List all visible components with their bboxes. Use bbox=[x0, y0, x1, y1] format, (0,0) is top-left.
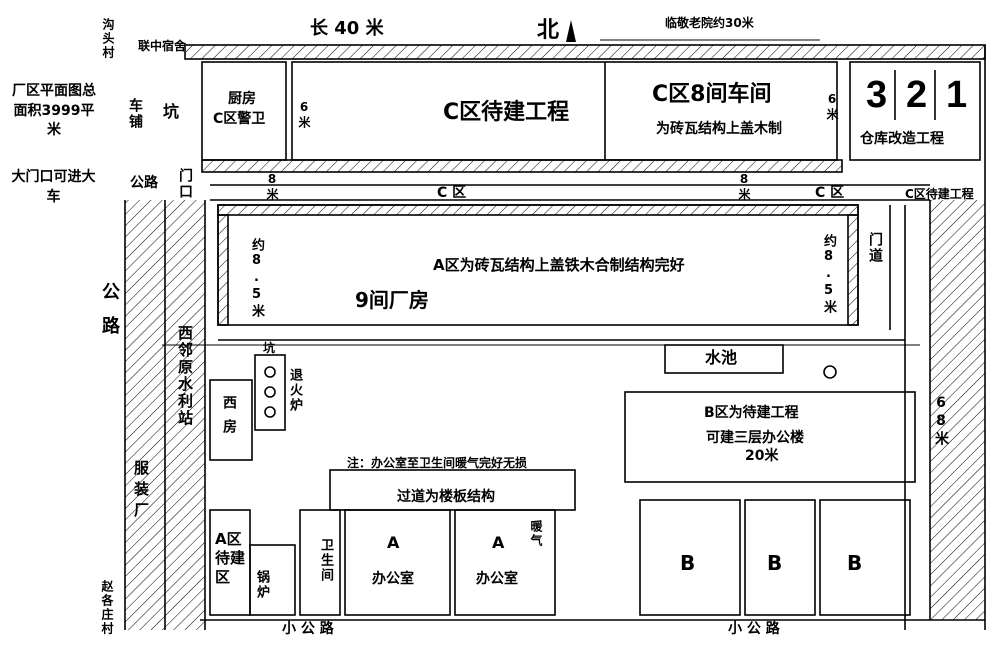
a-pending-area bbox=[209, 509, 251, 616]
corridor-label: 过道为楼板结构 bbox=[397, 489, 495, 505]
c-guard-label: C区警卫 bbox=[213, 111, 266, 127]
warehouse-reno-label: 仓库改造工程 bbox=[860, 131, 944, 147]
office-a2-letter: A bbox=[492, 533, 505, 552]
right-road-strip bbox=[930, 200, 985, 620]
north-label: 北 bbox=[537, 18, 560, 43]
dim-6m-left: 6米 bbox=[297, 100, 311, 130]
village-bottom-label: 赵各庄村 bbox=[100, 580, 114, 636]
b-building-1-label: B bbox=[680, 551, 696, 575]
neighbor-north-label: 临敬老院约30米 bbox=[665, 16, 754, 30]
village-top-label: 沟头村 bbox=[101, 18, 115, 60]
west-room-label: 西房 bbox=[221, 395, 237, 443]
gate-road-label: 门道 bbox=[867, 232, 883, 264]
office-a1-letter: A bbox=[387, 533, 400, 552]
top-wall bbox=[184, 44, 986, 60]
b-building-2 bbox=[744, 499, 816, 616]
annealing-furnace bbox=[254, 354, 286, 431]
office-a1-label: 办公室 bbox=[372, 571, 414, 587]
warehouse-number-2: 2 bbox=[906, 74, 928, 116]
c-workshop-label: C区8间车间 bbox=[652, 82, 772, 107]
b-building-2-label: B bbox=[767, 551, 783, 575]
c-zone-2-label: C 区 bbox=[815, 185, 845, 201]
boiler-label: 锅炉 bbox=[254, 570, 269, 600]
warehouse-building bbox=[849, 61, 981, 161]
gate-note: 大门口可进大车 bbox=[11, 169, 96, 205]
c-zone-1-label: C 区 bbox=[437, 185, 467, 201]
dim-8m-left: 8米 bbox=[265, 172, 279, 202]
dim-68-label: 68米 bbox=[933, 395, 949, 447]
b-office-label: 可建三层办公楼 bbox=[706, 430, 804, 446]
b-pending-label: B区为待建工程 bbox=[704, 405, 799, 421]
small-road-2-label: 小 公 路 bbox=[728, 621, 780, 637]
toilet-label: 卫生间 bbox=[318, 538, 333, 583]
a-pending-label: A区待建区 bbox=[215, 530, 246, 586]
b-building-3 bbox=[819, 499, 911, 616]
left-road-strip bbox=[125, 200, 165, 630]
title-text: 厂区平面图总面积3999平米 bbox=[12, 83, 96, 139]
c-structure-label: 为砖瓦结构上盖木制 bbox=[656, 121, 782, 137]
small-road-1-label: 小 公 路 bbox=[282, 621, 334, 637]
a-structure-label: A区为砖瓦结构上盖铁木合制结构完好 bbox=[433, 256, 685, 274]
heating-label: 暖气 bbox=[529, 520, 543, 548]
dim-6m-right: 6米 bbox=[825, 92, 839, 122]
road-top-label: 公路 bbox=[130, 175, 158, 191]
office-a-2 bbox=[454, 509, 556, 616]
garment-label: 服装厂 bbox=[132, 460, 150, 523]
dim-85-left: 约8.5米 bbox=[249, 238, 264, 319]
dormitory-label: 联中宿舍 bbox=[138, 39, 187, 53]
annealing-label: 退火炉 bbox=[287, 368, 302, 413]
west-room bbox=[209, 379, 253, 461]
pit-mid-label: 坑 bbox=[263, 341, 276, 355]
gate-label: 门口 bbox=[177, 168, 193, 200]
b-building-1 bbox=[639, 499, 741, 616]
b-pending-area bbox=[624, 391, 916, 483]
office-a2-label: 办公室 bbox=[476, 571, 518, 587]
corridor bbox=[329, 469, 576, 511]
c-pending-label: C区待建工程 bbox=[443, 100, 570, 125]
dim-85-right: 约8.5米 bbox=[821, 234, 836, 315]
north-arrow-icon bbox=[566, 20, 576, 42]
west-station-wall bbox=[165, 200, 205, 630]
length-label: 长 40 米 bbox=[310, 18, 384, 39]
repair-shop-label: 车铺 bbox=[127, 98, 143, 130]
warehouse-number-3: 3 bbox=[866, 74, 888, 116]
c-pending-right-label: C区待建工程 bbox=[905, 187, 974, 201]
heating-note: 注：办公室至卫生间暖气完好无损 bbox=[347, 456, 528, 470]
toilet-block bbox=[299, 509, 341, 616]
west-station-label: 西邻原水利站 bbox=[176, 325, 194, 427]
well-circle-icon bbox=[823, 365, 837, 379]
road-left-label: 公路 bbox=[99, 282, 120, 350]
warehouse-number-1: 1 bbox=[946, 74, 968, 116]
dim-20-label: 20米 bbox=[745, 448, 779, 464]
dim-8m-mid: 8米 bbox=[737, 172, 751, 202]
nine-factory-label: 9间厂房 bbox=[355, 288, 429, 312]
pit-top-label: 坑 bbox=[163, 102, 180, 121]
office-a-1 bbox=[344, 509, 451, 616]
kitchen-label: 厨房 bbox=[228, 91, 256, 107]
b-building-3-label: B bbox=[847, 551, 863, 575]
pool-label: 水池 bbox=[705, 348, 738, 367]
